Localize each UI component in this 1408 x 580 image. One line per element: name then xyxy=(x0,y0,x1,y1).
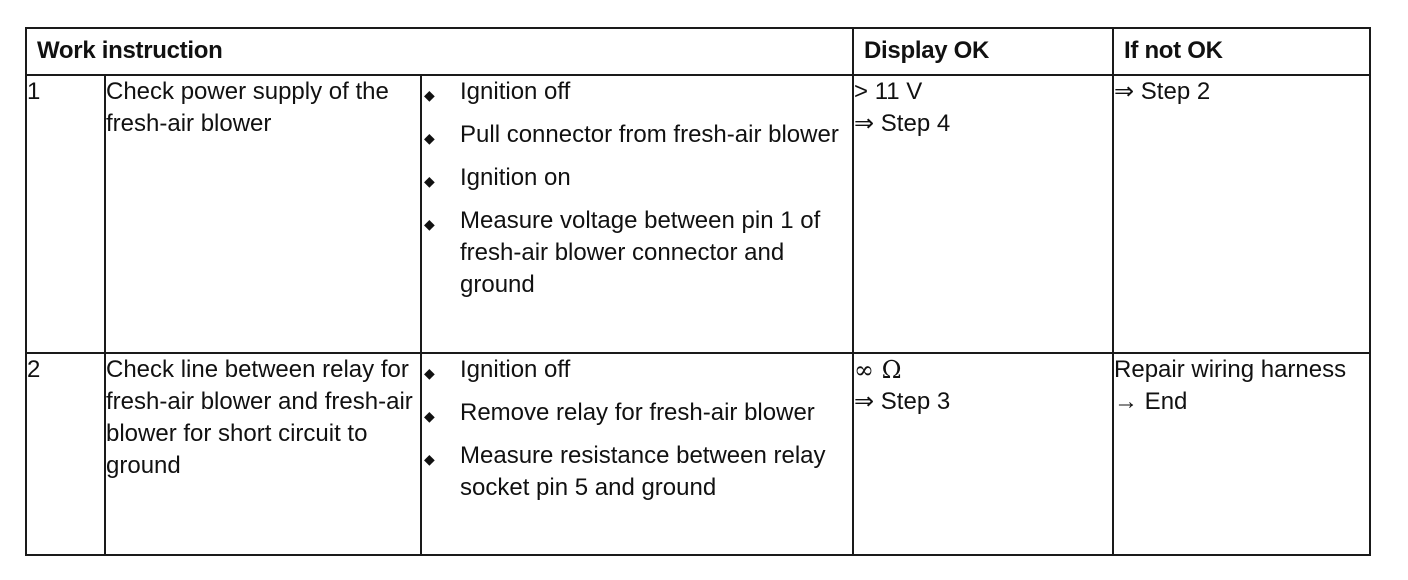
display-ok-cell: > 11 V ⇒ Step 4 xyxy=(852,74,1115,354)
row-description: Check line between relay for fresh-air b… xyxy=(104,352,422,556)
step-text: Pull connector from fresh-air blower xyxy=(460,121,839,148)
header-display-ok: Display OK xyxy=(852,27,1115,76)
step-item: ◆ Ignition off xyxy=(422,76,852,108)
diamond-bullet-icon: ◆ xyxy=(424,216,435,232)
step-item: ◆ Remove relay for fresh-air blower xyxy=(422,397,852,429)
row-description: Check power supply of the fresh-air blow… xyxy=(104,74,422,354)
step-text: Measure resistance between relay socket … xyxy=(460,442,826,501)
step-item: ◆ Measure voltage between pin 1 of fresh… xyxy=(422,205,852,301)
if-not-ok-cell: Repair wiring harness → End xyxy=(1112,352,1372,556)
if-not-ok-action: Repair wiring harness xyxy=(1114,356,1347,383)
step-text: Remove relay for fresh-air blower xyxy=(460,399,815,426)
diamond-bullet-icon: ◆ xyxy=(424,130,435,146)
display-ok-next-step: ⇒ Step 3 xyxy=(854,388,951,415)
row-number: 1 xyxy=(25,74,106,354)
row-steps: ◆ Ignition off ◆ Pull connector from fre… xyxy=(419,74,855,354)
step-item: ◆ Pull connector from fresh-air blower xyxy=(422,119,852,151)
work-instruction-table: Work instruction Display OK If not OK 1 … xyxy=(24,27,1372,556)
row-number: 2 xyxy=(25,352,106,556)
if-not-ok-action: ⇒ Step 2 xyxy=(1114,78,1211,105)
if-not-ok-next-step: → End xyxy=(1114,388,1188,415)
step-item: ◆ Measure resistance between relay socke… xyxy=(422,440,852,504)
if-not-ok-cell: ⇒ Step 2 xyxy=(1112,74,1372,354)
diamond-bullet-icon: ◆ xyxy=(424,451,435,467)
header-work-instruction: Work instruction xyxy=(24,27,855,76)
display-ok-cell: ∞ Ω ⇒ Step 3 xyxy=(852,352,1115,556)
step-text: Ignition off xyxy=(460,356,571,383)
step-text: Measure voltage between pin 1 of fresh-a… xyxy=(460,207,821,298)
step-item: ◆ Ignition on xyxy=(422,162,852,194)
diamond-bullet-icon: ◆ xyxy=(424,408,435,424)
step-text: Ignition off xyxy=(460,78,571,105)
row-steps: ◆ Ignition off ◆ Remove relay for fresh-… xyxy=(419,352,855,556)
diamond-bullet-icon: ◆ xyxy=(424,173,435,189)
diamond-bullet-icon: ◆ xyxy=(424,365,435,381)
table-row: 1 Check power supply of the fresh-air bl… xyxy=(25,74,1372,354)
diamond-bullet-icon: ◆ xyxy=(424,87,435,103)
header-if-not-ok: If not OK xyxy=(1112,27,1372,76)
step-item: ◆ Ignition off xyxy=(422,354,852,386)
header-row: Work instruction Display OK If not OK xyxy=(24,27,1372,76)
table-row: 2 Check line between relay for fresh-air… xyxy=(25,352,1372,556)
step-text: Ignition on xyxy=(460,164,571,191)
display-ok-value: > 11 V xyxy=(854,78,923,105)
display-ok-next-step: ⇒ Step 4 xyxy=(854,110,951,137)
display-ok-value: ∞ Ω xyxy=(854,356,902,384)
